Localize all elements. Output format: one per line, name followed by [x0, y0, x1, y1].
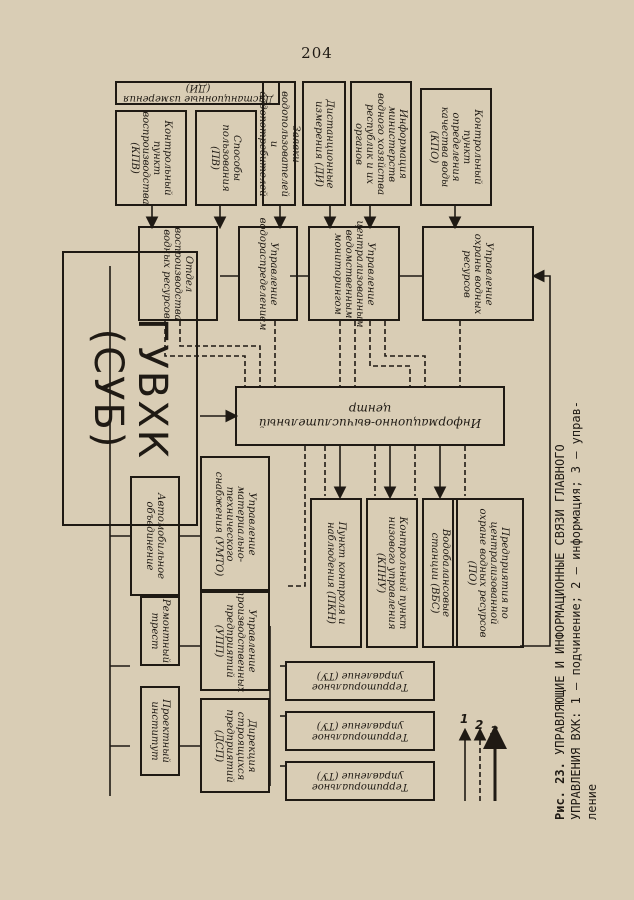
figure-caption: Рис. 23. УПРАВЛЯЮЩИЕ И ИНФОРМАЦИОННЫЕ СВ… — [552, 380, 632, 820]
caption-line-3: ление — [585, 783, 599, 820]
di-box: Дистанционные измерения (ДИ) — [302, 81, 346, 206]
caption-line-2: УПРАВЛЕНИЯ ВХК: 1 – подчинение; 2 – инфо… — [569, 400, 583, 820]
umto-box: Управление материально-технического снаб… — [200, 456, 270, 591]
org-diagram: Дистанционные измерения (ДИ) Контрольный… — [62, 66, 570, 836]
upp-box: Управление производственных предприятий … — [200, 590, 270, 692]
page-number: 204 — [301, 44, 333, 62]
kpv-box: Контрольный пункт воспроизводства (КПВ) — [115, 110, 187, 206]
kpo-box: Контрольный пункт определения качества в… — [420, 88, 492, 206]
territorial-box-1: Территориальное управление (ТУ) — [285, 661, 435, 701]
territorial-box-2: Территориальное управление (ТУ) — [285, 711, 435, 751]
po-box: Предприятия по централизованной охране в… — [452, 498, 524, 648]
di-top-box: Дистанционные измерения (ДИ) — [115, 81, 280, 105]
territorial-box-3: Территориальное управление (ТУ) — [285, 761, 435, 801]
auto-box: Автомобильное объединение — [130, 476, 180, 596]
monitoring-box: Управление централизованным ведомственны… — [308, 220, 400, 327]
pv-box: Способы пользования (ПВ) — [195, 110, 257, 206]
dsp-box: Дирекция строящихся предприятий (ДСП) — [200, 698, 270, 793]
caption-line-1: УПРАВЛЯЮЩИЕ И ИНФОРМАЦИОННЫЕ СВЯЗИ ГЛАВН… — [553, 444, 567, 755]
legend-number-1: 1 — [460, 712, 469, 726]
ivc-box: Информационно-вычислительный центр — [235, 386, 505, 446]
repair-box: Ремонтный трест — [140, 596, 180, 666]
okhrana-box: Управление охраны водных ресурсов — [422, 226, 534, 321]
design-box: Проектный институт — [140, 686, 180, 776]
vodoraspr-box: Управление водораспределением — [238, 217, 298, 330]
legend-number-2: 2 — [475, 718, 484, 732]
zayavki-box: Заявки водопользователей и водопотребите… — [257, 81, 301, 206]
otdel-box: Отдел воспроизводства водных ресурсов — [138, 226, 218, 321]
kpnu-box: Контрольный пункт низового управления (К… — [366, 498, 418, 648]
legend-number-3: 3 — [490, 724, 499, 738]
caption-fig-label: Рис. 23. — [553, 762, 567, 820]
connector-lines — [109, 206, 551, 801]
info-box: Информация министерств водного хозяйства… — [350, 81, 412, 206]
pkn-box: Пункт контроля и наблюдения (ПКН) — [310, 498, 362, 648]
vbs-box: Водобалансовые станции (ВБС) — [422, 498, 458, 648]
